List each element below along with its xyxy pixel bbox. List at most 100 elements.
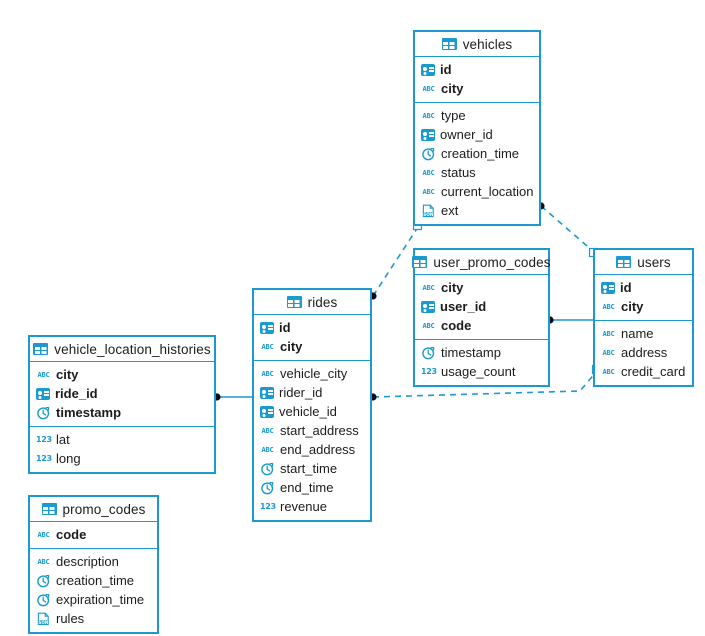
entity-header[interactable]: rides: [254, 290, 370, 315]
entity-header[interactable]: user_promo_codes: [412, 250, 551, 275]
field-label: creation_time: [441, 146, 520, 161]
abc-string-icon: ABC: [422, 168, 435, 177]
field-label: address: [621, 345, 668, 360]
svg-text:JSON: JSON: [421, 211, 434, 216]
primary-key-field[interactable]: timestamp: [30, 403, 214, 422]
clock-timestamp-icon: [421, 346, 436, 360]
table-grid-icon: [616, 256, 632, 268]
attribute-field[interactable]: rider_id: [254, 383, 370, 402]
attribute-field[interactable]: vehicle_id: [254, 402, 370, 421]
entity-header[interactable]: vehicle_location_histories: [30, 337, 214, 362]
field-label: id: [620, 280, 632, 295]
field-label: ext: [441, 203, 459, 218]
primary-key-field[interactable]: ride_id: [30, 384, 214, 403]
field-label: code: [56, 527, 87, 542]
attribute-field[interactable]: owner_id: [415, 125, 539, 144]
123-number-icon: 123: [421, 366, 437, 376]
relationship-line: [372, 226, 419, 297]
json-document-icon: JSON: [421, 204, 436, 218]
entity-header[interactable]: vehicles: [415, 32, 539, 57]
svg-text:JSON: JSON: [36, 619, 49, 624]
entity-title: vehicles: [462, 36, 513, 52]
field-label: ride_id: [55, 386, 98, 401]
field-label: type: [441, 108, 466, 123]
primary-key-field[interactable]: id: [254, 318, 370, 337]
relationship-vehicle-location-histories-to-rides[interactable]: [213, 393, 252, 401]
entity-header[interactable]: promo_codes: [30, 497, 157, 522]
123-number-icon: 123: [260, 501, 276, 511]
primary-key-field[interactable]: id: [415, 60, 539, 79]
abc-string-icon: ABC: [261, 369, 274, 378]
abc-string-icon: ABC: [602, 329, 615, 338]
entity-header[interactable]: users: [595, 250, 692, 275]
field-label: owner_id: [440, 127, 493, 142]
abc-string-icon: ABC: [422, 283, 435, 292]
field-label: revenue: [280, 499, 327, 514]
abc-string-icon: ABC: [422, 84, 435, 93]
attribute-field[interactable]: timestamp: [415, 343, 548, 362]
attribute-field[interactable]: expiration_time: [30, 590, 157, 609]
attribute-field[interactable]: creation_time: [30, 571, 157, 590]
table-grid-icon: [286, 296, 302, 308]
attribute-field[interactable]: end_time: [254, 478, 370, 497]
id-reference-icon: [36, 388, 50, 400]
entity-title: users: [637, 254, 671, 270]
primary-key-field[interactable]: id: [595, 278, 692, 297]
abc-string-icon: ABC: [37, 370, 50, 379]
clock-timestamp-icon: [260, 462, 275, 476]
123-number-icon: 123: [36, 453, 52, 463]
attribute-field[interactable]: creation_time: [415, 144, 539, 163]
field-label: creation_time: [56, 573, 135, 588]
field-label: long: [56, 451, 81, 466]
field-label: name: [621, 326, 654, 341]
abc-string-icon: ABC: [422, 111, 435, 120]
clock-timestamp-icon: [36, 406, 51, 420]
attribute-field[interactable]: start_time: [254, 459, 370, 478]
entity-title: user_promo_codes: [433, 254, 551, 270]
field-label: user_id: [440, 299, 487, 314]
attribute-field[interactable]: JSON rules: [30, 609, 157, 628]
attribute-field[interactable]: ABC name: [595, 324, 692, 343]
attribute-field[interactable]: 123 long: [30, 449, 214, 468]
attribute-field[interactable]: 123 revenue: [254, 497, 370, 516]
attribute-field[interactable]: JSON ext: [415, 201, 539, 220]
abc-string-icon: ABC: [261, 445, 274, 454]
field-label: rules: [56, 611, 85, 626]
relationship-user-promo-codes-to-users[interactable]: [546, 316, 594, 324]
abc-string-icon: ABC: [261, 342, 274, 351]
attribute-field[interactable]: ABC type: [415, 106, 539, 125]
relationship-line: [540, 205, 595, 253]
field-label: end_address: [280, 442, 356, 457]
primary-key-field[interactable]: user_id: [415, 297, 548, 316]
attribute-field[interactable]: ABC end_address: [254, 440, 370, 459]
